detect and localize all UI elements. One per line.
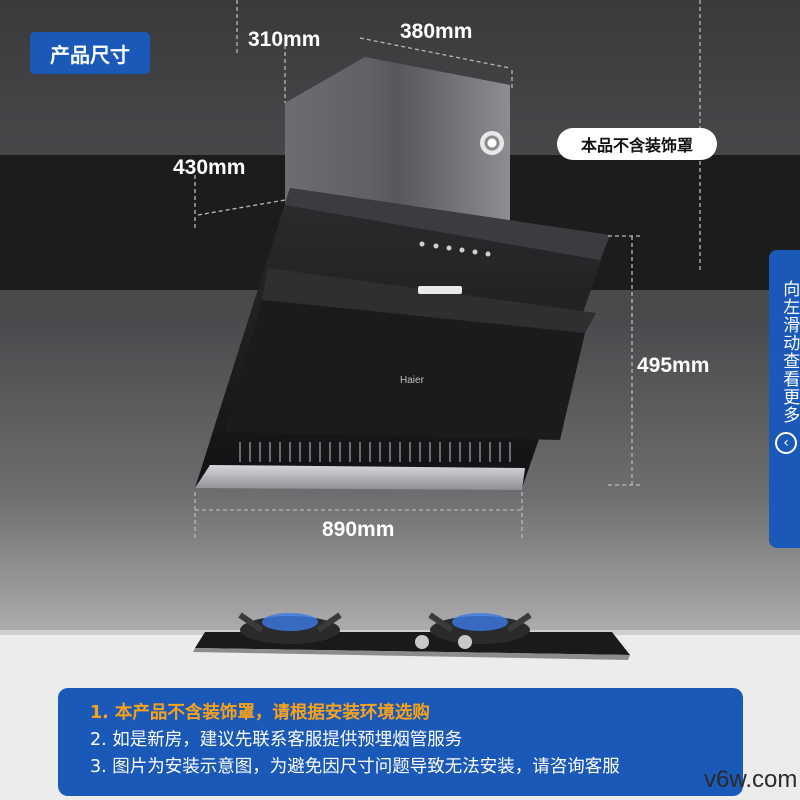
- brand-logo: Haier: [400, 375, 425, 386]
- light-strip: [418, 286, 462, 294]
- dimension-label-height: 495mm: [637, 354, 710, 377]
- callout-marker-icon: [480, 131, 504, 155]
- section-title-badge: 产品尺寸: [30, 32, 150, 74]
- watermark: v6w.com: [704, 766, 798, 793]
- control-panel: [419, 241, 491, 257]
- swipe-more-label: 向左滑动查看更多: [779, 280, 800, 424]
- dimension-label-depth-body: 430mm: [173, 156, 246, 179]
- note-item: 3. 图片为安装示意图，为避免因尺寸问题导致无法安装，请咨询客服: [90, 757, 620, 777]
- dimension-label-depth-top: 310mm: [248, 28, 321, 51]
- swipe-more-panel[interactable]: 向左滑动查看更多 ‹: [769, 250, 800, 548]
- note-item: 2. 如是新房，建议先联系客服提供预埋烟管服务: [90, 730, 463, 750]
- note-item: 1. 本产品不含装饰罩，请根据安装环境选购: [90, 703, 430, 723]
- gas-stove: [193, 612, 630, 660]
- dimension-label-width-top: 380mm: [400, 20, 473, 43]
- notes-box: 1. 本产品不含装饰罩，请根据安装环境选购 2. 如是新房，建议先联系客服提供预…: [58, 688, 743, 796]
- dimension-label-width: 890mm: [322, 518, 395, 541]
- chevron-left-icon[interactable]: ‹: [775, 432, 797, 454]
- steel-base: [195, 465, 525, 490]
- callout-label: 本品不含装饰罩: [557, 128, 717, 160]
